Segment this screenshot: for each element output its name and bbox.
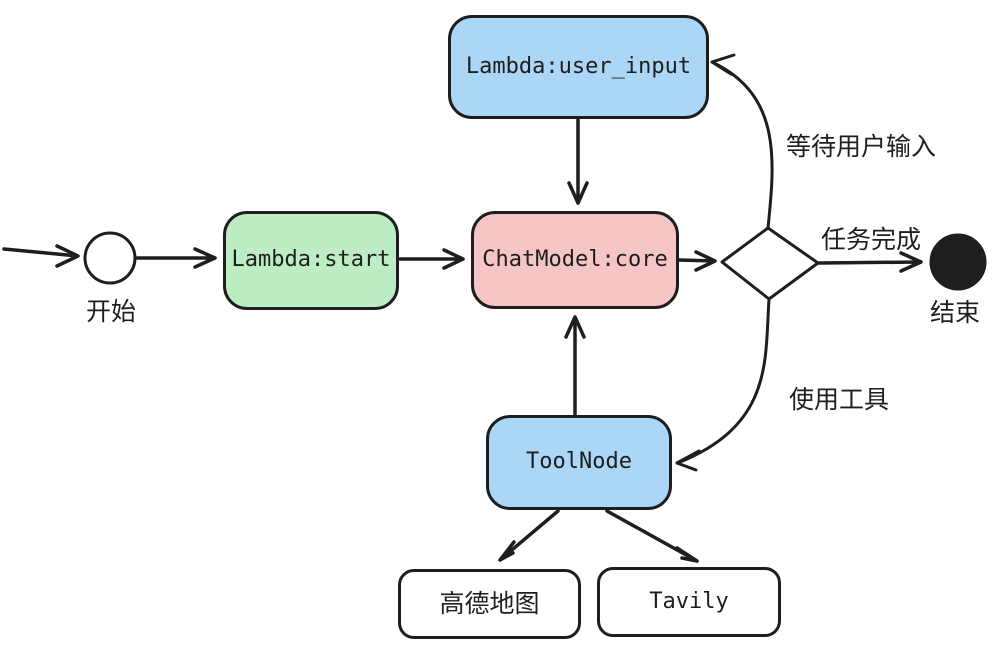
node-lambda-user-input: Lambda:user_input <box>448 15 709 119</box>
decision-diamond-node <box>720 226 820 301</box>
edge-diamond-to-end <box>817 251 923 273</box>
edge-toolnode-to-chatmodel <box>564 315 586 418</box>
edge-toolnode-to-gaode <box>498 509 560 562</box>
edge-diamond-to-toolnode <box>675 297 771 472</box>
edge-chatmodel-to-diamond <box>677 250 717 272</box>
node-tavily: Tavily <box>597 567 781 637</box>
node-gaode-map-label: 高德地图 <box>439 589 540 618</box>
start-circle-label: 开始 <box>86 297 137 326</box>
end-circle-node <box>929 233 987 291</box>
edge-toolnode-to-tavily <box>605 509 699 563</box>
node-toolnode: ToolNode <box>486 415 672 510</box>
start-circle-node <box>83 231 137 285</box>
node-toolnode-label: ToolNode <box>526 449 632 475</box>
edge-start-to-lambdastart <box>135 247 217 269</box>
edge-lambdastart-to-chatmodel <box>398 248 465 270</box>
node-lambda-start: Lambda:start <box>223 211 399 310</box>
node-gaode-map: 高德地图 <box>398 569 581 639</box>
edge-label-wait-user-input: 等待用户输入 <box>786 132 937 161</box>
node-chatmodel-core-label: ChatModel:core <box>482 246 668 272</box>
end-circle-label: 结束 <box>930 298 981 327</box>
node-lambda-start-label: Lambda:start <box>231 247 391 273</box>
node-lambda-user-input-label: Lambda:user_input <box>465 53 692 79</box>
edge-userinput-to-chatmodel <box>567 118 589 205</box>
edge-diamond-to-userinput <box>710 53 774 230</box>
node-tavily-label: Tavily <box>649 588 729 614</box>
edge-entry-to-start <box>2 244 80 268</box>
node-chatmodel-core: ChatModel:core <box>471 211 679 309</box>
edge-label-use-tool: 使用工具 <box>789 385 890 414</box>
edge-label-task-complete: 任务完成 <box>821 225 922 254</box>
